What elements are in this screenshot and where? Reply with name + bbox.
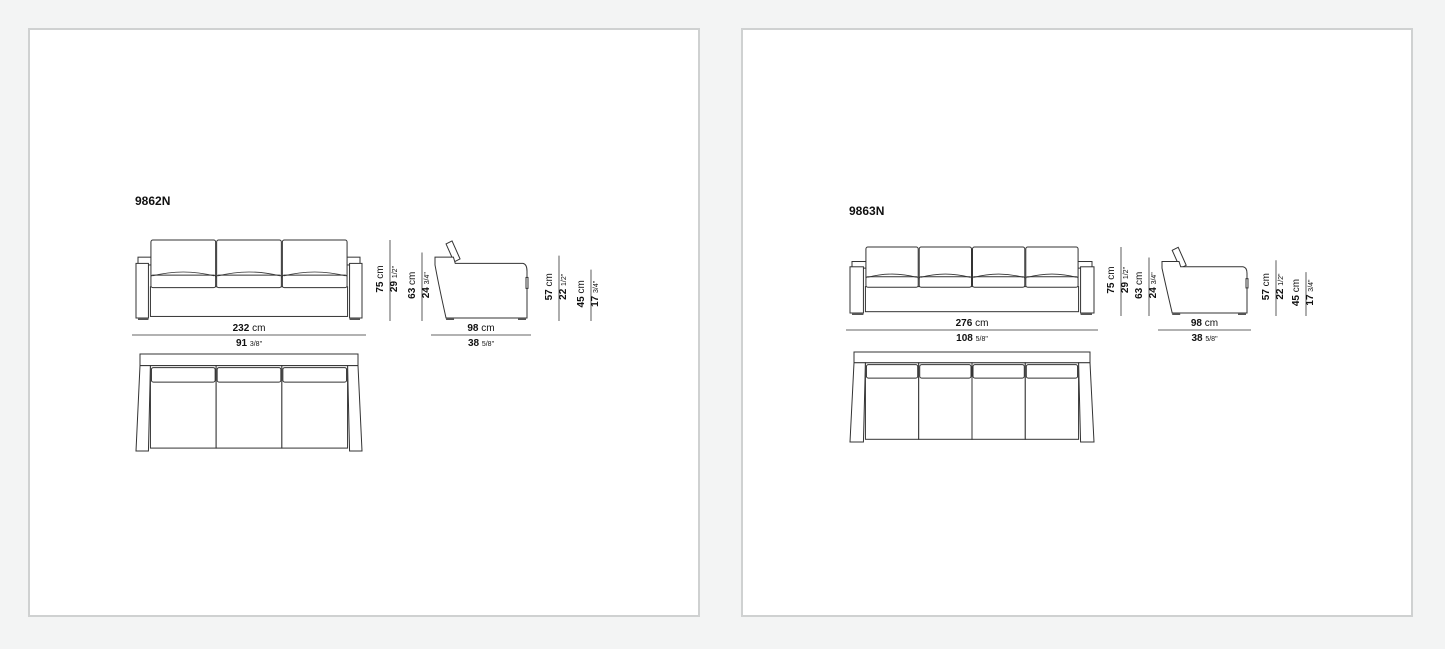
dimension-drawing: 9863N 276 cm 108 5/8" 75 cm 29 1/2" 63 cm…: [846, 204, 1316, 443]
seat-cushion: [150, 274, 217, 289]
seat-height-dimension-cm-label: 45 cm: [576, 280, 587, 307]
seat-height-dimension-inch-label: 17 3/4": [590, 280, 601, 307]
seat-cushion: [972, 276, 1026, 288]
seat-height-dimension-cm-label: 45 cm: [1291, 279, 1302, 306]
sofa-spec-card-9863n: 9863N 276 cm 108 5/8" 75 cm 29 1/2" 63 cm…: [741, 28, 1413, 617]
top-armrest: [135, 365, 151, 452]
height-dimension-cm-label: 75 cm: [375, 265, 386, 292]
back-cushion: [281, 239, 348, 280]
arm-height-dimension-cm-label: 63 cm: [1134, 272, 1145, 299]
arm-height-dimension-cm-label: 63 cm: [407, 272, 418, 299]
height-dimension-cm-label: 75 cm: [1106, 266, 1117, 293]
seat-cushion: [1025, 276, 1079, 288]
height-dimension-inch-label: 29 1/2": [1120, 266, 1131, 293]
seat-height-dimension-inch-label: 17 3/4": [1305, 279, 1316, 306]
back-cushion: [216, 239, 282, 280]
back-cushion: [150, 239, 217, 280]
sofa-side-view: [1161, 246, 1249, 315]
width-inch-label: 108 5/8": [956, 333, 988, 344]
armrest: [1080, 266, 1095, 314]
top-armrest: [1078, 362, 1095, 443]
back-cushion: [918, 246, 973, 281]
back-height-dimension-inch-label: 22 1/2": [558, 273, 569, 300]
depth-inch-label: 38 5/8": [1191, 333, 1218, 344]
sofa-side-view: [434, 240, 529, 320]
back-cushion: [972, 246, 1026, 281]
back-height-dimension-cm-label: 57 cm: [544, 273, 555, 300]
depth-cm-label: 98 cm: [1191, 318, 1218, 329]
width-cm-label: 276 cm: [956, 318, 989, 329]
top-backrest: [853, 351, 1091, 364]
sofa-top-view: [849, 351, 1095, 443]
back-cushion: [1025, 246, 1079, 281]
width-cm-label: 232 cm: [233, 323, 266, 334]
sofa-top-view: [135, 353, 363, 452]
armrest: [349, 262, 363, 319]
seat-cushion: [216, 274, 282, 289]
seat-cushion: [865, 276, 919, 288]
sofa-front-view: [135, 239, 363, 320]
depth-inch-label: 38 5/8": [468, 338, 495, 349]
model-title: 9862N: [135, 194, 170, 208]
height-dimension-inch-label: 29 1/2": [389, 265, 400, 292]
armrest: [135, 262, 149, 319]
seat-cushion: [918, 276, 973, 288]
back-height-dimension-cm-label: 57 cm: [1261, 273, 1272, 300]
width-inch-label: 91 3/8": [236, 338, 263, 349]
sofa-front-view: [849, 246, 1095, 315]
side-back-cushion: [445, 240, 461, 263]
seat-cushion: [281, 274, 348, 289]
armrest: [849, 266, 864, 314]
back-cushion: [865, 246, 919, 281]
top-armrest: [849, 362, 866, 443]
model-title: 9863N: [849, 204, 884, 218]
back-height-dimension-inch-label: 22 1/2": [1275, 273, 1286, 300]
depth-cm-label: 98 cm: [467, 323, 494, 334]
arm-height-dimension-inch-label: 24 3/4": [421, 272, 432, 299]
top-armrest: [347, 365, 363, 452]
top-backrest: [139, 353, 359, 367]
arm-height-dimension-inch-label: 24 3/4": [1148, 272, 1159, 299]
